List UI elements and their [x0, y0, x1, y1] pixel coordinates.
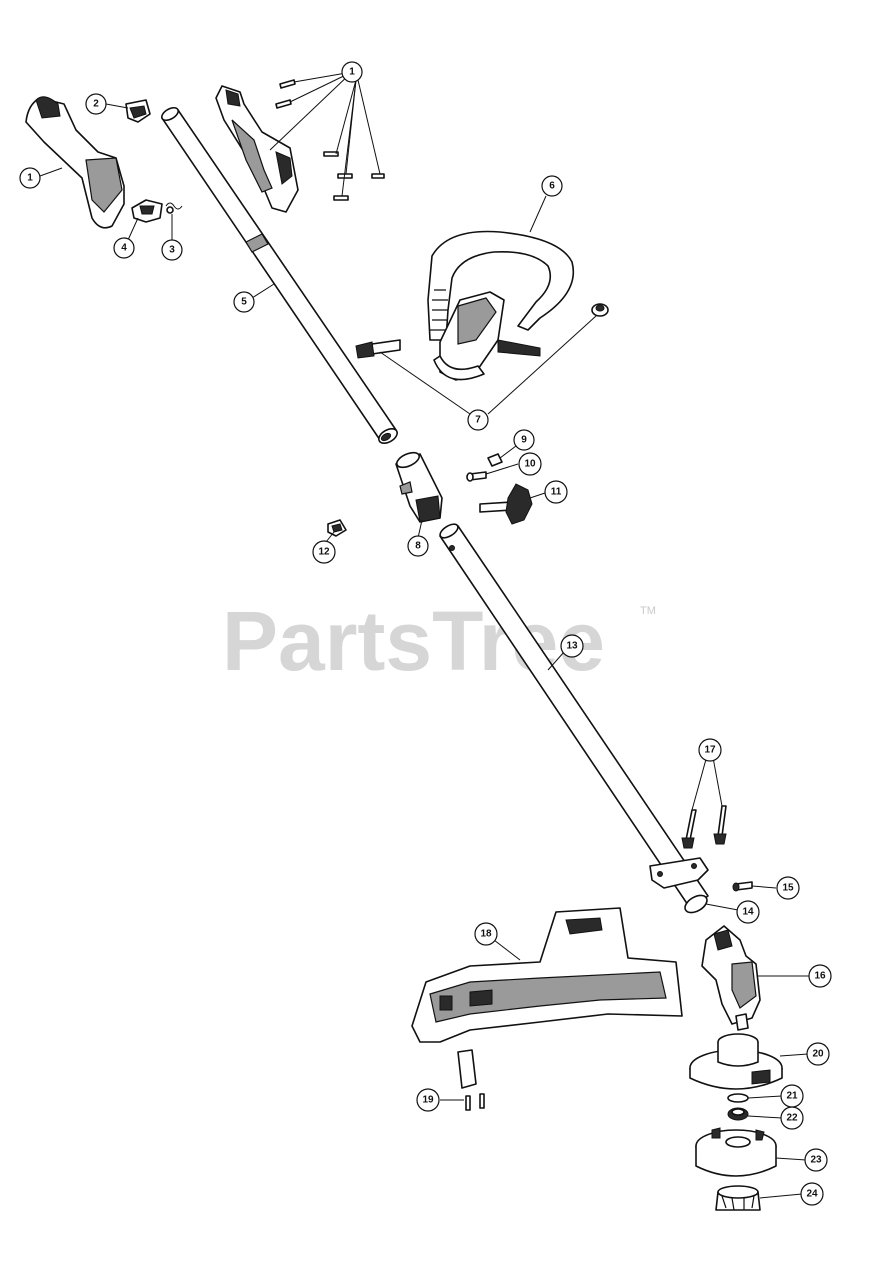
part-spring[interactable] — [165, 202, 183, 214]
callout-label: 23 — [810, 1155, 822, 1166]
callout-label: 1 — [349, 67, 355, 78]
callout[interactable]: 24 — [800, 1182, 824, 1206]
callout-label: 20 — [812, 1049, 824, 1060]
callout-label: 13 — [566, 641, 578, 652]
callout[interactable]: 11 — [544, 480, 568, 504]
part-rear-handle-right[interactable] — [215, 85, 299, 213]
callout[interactable]: 20 — [806, 1042, 830, 1066]
callout[interactable]: 5 — [233, 291, 255, 313]
part-nut[interactable] — [591, 303, 609, 317]
callout-label: 18 — [480, 929, 492, 940]
callout-label: 9 — [521, 435, 527, 446]
callout-label: 7 — [475, 415, 481, 426]
callout-label: 4 — [121, 243, 127, 254]
callout[interactable]: 12 — [312, 540, 336, 564]
part-nut-9[interactable] — [487, 453, 503, 467]
callout-label: 21 — [786, 1091, 798, 1102]
callout-label: 24 — [806, 1189, 818, 1200]
callout[interactable]: 6 — [541, 175, 563, 197]
callout[interactable]: 1 — [19, 167, 41, 189]
part-washer[interactable] — [727, 1093, 749, 1103]
callout-label: 5 — [241, 297, 247, 308]
callout[interactable]: 15 — [776, 876, 800, 900]
part-screws-1[interactable] — [275, 79, 385, 201]
part-lower-shaft[interactable] — [438, 521, 709, 909]
part-bolts-17[interactable] — [681, 805, 727, 849]
callout-label: 3 — [169, 245, 175, 256]
part-coupler[interactable] — [395, 450, 443, 523]
part-switch[interactable] — [125, 99, 151, 123]
callout[interactable]: 21 — [780, 1084, 804, 1108]
callout[interactable]: 3 — [161, 239, 183, 261]
part-bump-knob[interactable] — [715, 1185, 761, 1211]
watermark-trademark: TM — [640, 605, 656, 617]
part-rear-handle-left[interactable] — [25, 96, 125, 229]
part-knob[interactable] — [479, 483, 533, 525]
part-spool-housing[interactable] — [689, 1033, 783, 1090]
callout-label: 10 — [524, 459, 536, 470]
callout[interactable]: 9 — [513, 429, 535, 451]
callout[interactable]: 23 — [804, 1148, 828, 1172]
part-bolt[interactable] — [355, 339, 401, 359]
callout[interactable]: 1 — [341, 61, 363, 83]
callout-label: 1 — [27, 173, 33, 184]
callout-label: 15 — [782, 883, 794, 894]
part-gearhead[interactable] — [701, 925, 761, 1031]
callout[interactable]: 22 — [780, 1106, 804, 1130]
part-shaft-clamp[interactable] — [649, 857, 710, 916]
callout-label: 19 — [422, 1095, 434, 1106]
callout[interactable]: 7 — [467, 409, 489, 431]
part-bracket[interactable] — [131, 199, 163, 223]
callout[interactable]: 8 — [407, 535, 429, 557]
callout-label: 2 — [93, 99, 99, 110]
leader-lines — [39, 71, 810, 1199]
part-upper-shaft[interactable] — [160, 105, 400, 446]
part-spool-spring[interactable] — [727, 1107, 749, 1121]
callout[interactable]: 13 — [560, 634, 584, 658]
callout[interactable]: 17 — [698, 738, 722, 762]
part-screw-15[interactable] — [732, 881, 753, 892]
callout-label: 22 — [786, 1113, 798, 1124]
callout[interactable]: 2 — [85, 93, 107, 115]
callout[interactable]: 10 — [518, 452, 542, 476]
part-line-cutter[interactable] — [457, 1049, 485, 1111]
callout[interactable]: 16 — [808, 964, 832, 988]
callout-label: 16 — [814, 971, 826, 982]
callout-label: 11 — [551, 487, 562, 498]
callout-label: 6 — [549, 181, 555, 192]
part-guard[interactable] — [411, 907, 683, 1043]
callout[interactable]: 4 — [113, 237, 135, 259]
part-pin-10[interactable] — [466, 471, 487, 482]
part-assist-handle[interactable] — [427, 230, 574, 381]
callout-label: 17 — [704, 745, 716, 756]
part-spool[interactable] — [695, 1127, 777, 1177]
callout-label: 14 — [742, 907, 754, 918]
callout-label: 12 — [318, 547, 330, 558]
callout[interactable]: 14 — [736, 900, 760, 924]
part-nut-12[interactable] — [327, 519, 347, 537]
callout[interactable]: 18 — [474, 922, 498, 946]
callout-label: 8 — [415, 541, 421, 552]
callout[interactable]: 19 — [416, 1088, 440, 1112]
